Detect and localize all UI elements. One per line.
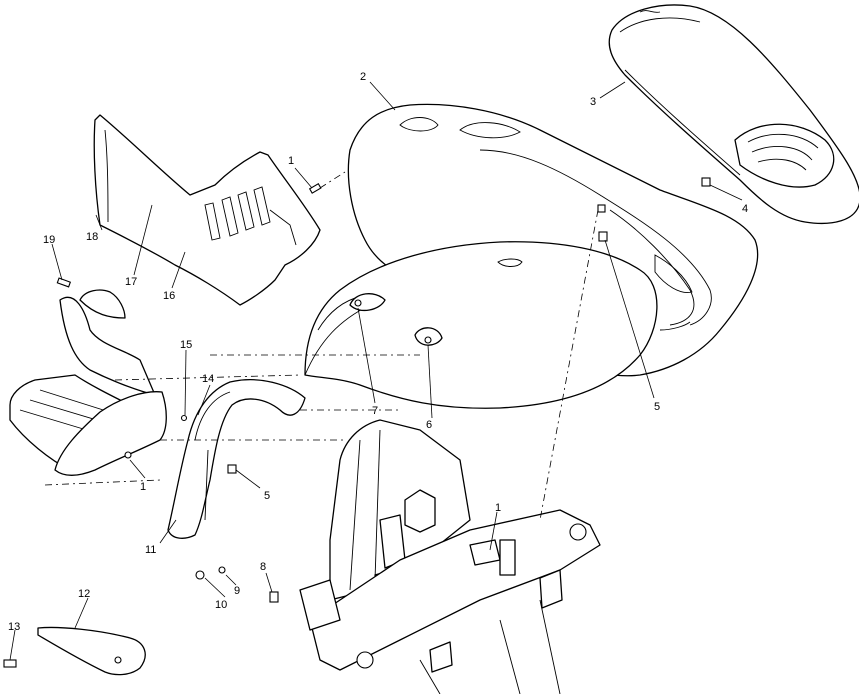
- callout-8: 8: [260, 561, 266, 573]
- callout-4: 4: [742, 203, 748, 215]
- assembly-lines: [44, 171, 599, 521]
- callout-2: 2: [360, 71, 366, 83]
- callout-18: 18: [86, 231, 98, 243]
- callout-6: 6: [426, 419, 432, 431]
- callout-1c: 1: [495, 502, 501, 514]
- callout-5: 5: [654, 401, 660, 413]
- callout-15: 15: [180, 339, 192, 351]
- callout-1b: 1: [140, 481, 146, 493]
- callout-11: 11: [145, 544, 156, 556]
- callout-13: 13: [8, 621, 20, 633]
- callout-9: 9: [234, 585, 240, 597]
- callout-5b: 5: [264, 490, 270, 502]
- lower-body-shell: [304, 241, 658, 409]
- callout-3: 3: [590, 96, 596, 108]
- frame-assembly: [299, 419, 601, 694]
- callout-16: 16: [163, 290, 175, 302]
- callout-7: 7: [372, 405, 378, 417]
- callout-12: 12: [78, 588, 90, 600]
- part-17-side-panel: [93, 114, 321, 306]
- leader-lines: [9, 81, 743, 661]
- side-deflector: [54, 391, 167, 476]
- callout-1: 1: [288, 155, 294, 167]
- part-3-rear-cover: [608, 4, 859, 225]
- part-11-fender-flare: [167, 379, 306, 539]
- callout-14: 14: [202, 373, 214, 385]
- left-footwell: [9, 289, 156, 471]
- callout-17: 17: [125, 276, 137, 288]
- part-12-plate: [37, 626, 146, 676]
- callout-10: 10: [215, 599, 227, 611]
- callout-19: 19: [43, 234, 55, 246]
- hardware: [3, 177, 711, 668]
- callouts: 1 2 3 4 5 6 7 8 9 10 11 12 13 14 15 16 1…: [8, 71, 748, 633]
